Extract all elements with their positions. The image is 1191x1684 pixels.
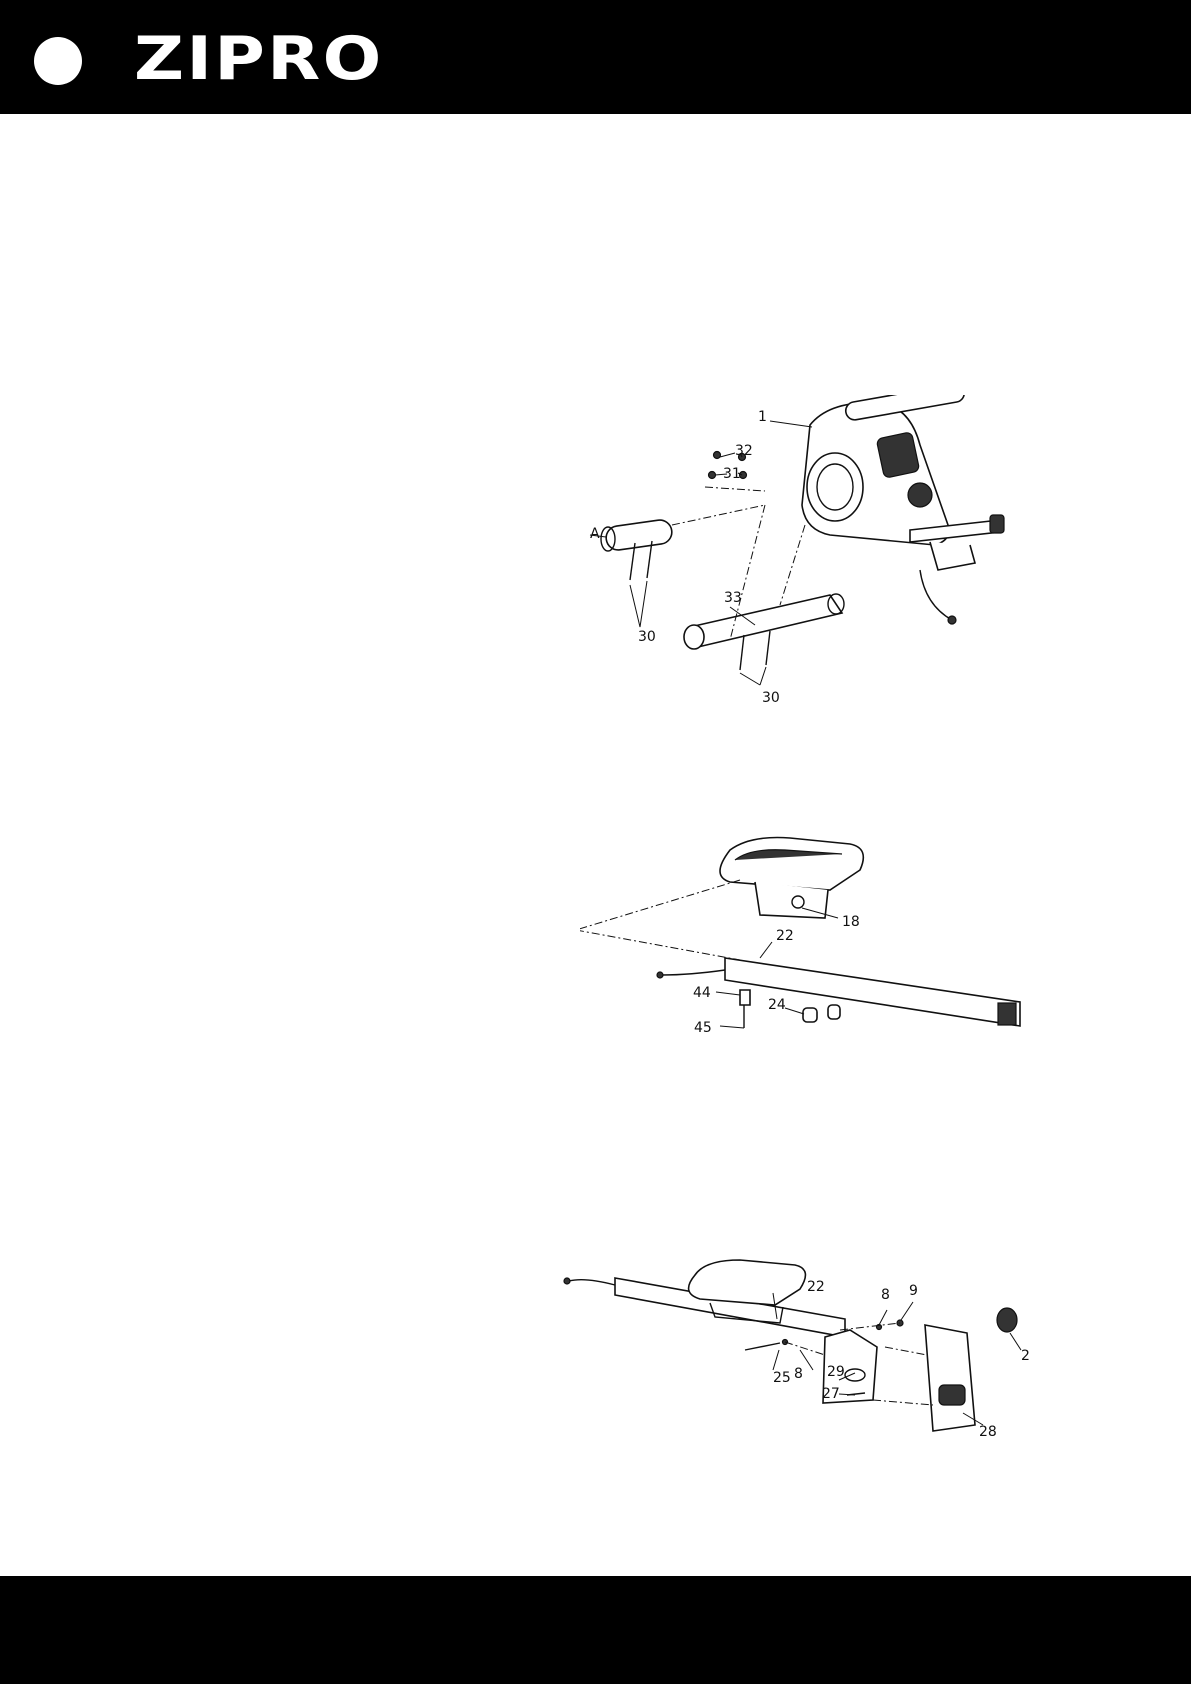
dash-line-seat-a [580, 880, 740, 930]
frame-assembly-diagram: 1 32 31 A 33 30 30 [580, 395, 1020, 710]
dash-line-4 [780, 525, 805, 605]
header-bar: ZIPRO [0, 0, 1191, 114]
label-44: 44 [693, 985, 711, 1001]
end-cap-2 [997, 1308, 1017, 1332]
footer-bar [0, 1576, 1191, 1684]
leader-45 [720, 1026, 744, 1028]
dash-line-seat-b [580, 930, 740, 960]
washer-32-a [714, 452, 721, 459]
leader-44 [716, 992, 740, 995]
label-9: 9 [909, 1283, 918, 1299]
figure-rear-foot: 22 8 9 25 8 29 27 2 28 [555, 1255, 1055, 1445]
leader-24 [785, 1008, 804, 1014]
front-foot [930, 542, 975, 570]
tension-knob [908, 483, 932, 507]
label-29: 29 [827, 1364, 845, 1380]
leader-30b [740, 667, 766, 685]
seat-rear-view [689, 1260, 806, 1305]
seat-cushion [720, 838, 863, 891]
leader-30a [630, 581, 647, 627]
label-31: 31 [723, 466, 741, 482]
rail-33 [690, 595, 842, 647]
dash-foot [873, 1347, 933, 1405]
flywheel-cover [807, 453, 863, 521]
label-18: 18 [842, 914, 860, 930]
leader-1 [770, 421, 812, 427]
figure-seat-rail: 18 22 44 24 45 [580, 830, 1040, 1040]
label-30-left: 30 [638, 629, 656, 645]
rear-foot-28 [925, 1325, 975, 1431]
dash-nut [840, 1323, 900, 1330]
label-33: 33 [724, 590, 742, 606]
leader-2 [1010, 1333, 1021, 1350]
dash-bolt [785, 1342, 825, 1355]
label-1: 1 [758, 409, 767, 425]
dash-line-2 [672, 505, 765, 525]
rear-cable-end [564, 1278, 570, 1284]
leader-22 [760, 942, 772, 958]
logo-circle-icon [34, 37, 82, 85]
label-a: A [590, 526, 600, 542]
label-28: 28 [979, 1424, 997, 1440]
seat-rail-diagram: 18 22 44 24 45 [580, 830, 1040, 1040]
stop-24-a [803, 1008, 817, 1022]
bolt-30-d [766, 631, 770, 665]
stop-24-b [828, 1005, 840, 1019]
label-8-bottom: 8 [794, 1366, 803, 1382]
rail-cable [662, 970, 725, 975]
label-24: 24 [768, 997, 786, 1013]
sensor-cable [920, 570, 952, 620]
bolt-30-c [740, 635, 744, 670]
rear-foot-diagram: 22 8 9 25 8 29 27 2 28 [555, 1255, 1055, 1445]
rail-end-cap [998, 1003, 1016, 1025]
label-2: 2 [1021, 1348, 1030, 1364]
label-8-top: 8 [881, 1287, 890, 1303]
cable-connector [948, 616, 956, 624]
leader-8-a [879, 1310, 887, 1325]
rear-cable [569, 1280, 615, 1285]
dash-line-1 [705, 487, 765, 491]
label-25: 25 [773, 1370, 791, 1386]
brand-logo: ZIPRO [134, 26, 384, 92]
label-27: 27 [822, 1386, 840, 1402]
label-32: 32 [735, 443, 753, 459]
leader-25 [773, 1350, 779, 1370]
nut-31-a [709, 472, 716, 479]
foot-pad [939, 1385, 965, 1405]
rail-33-end [684, 625, 704, 649]
label-45: 45 [694, 1020, 712, 1036]
leader-9 [901, 1302, 913, 1320]
front-end-cap [990, 515, 1004, 533]
label-30-bottom: 30 [762, 690, 780, 706]
label-22-rear: 22 [807, 1279, 825, 1295]
rail-22 [725, 958, 1020, 1026]
bracket-44 [740, 990, 750, 1005]
rail-cable-end [657, 972, 663, 978]
figure-frame-assembly: 1 32 31 A 33 30 30 [580, 395, 1020, 710]
label-22: 22 [776, 928, 794, 944]
bolt-25 [745, 1343, 780, 1350]
console-display [876, 432, 920, 479]
